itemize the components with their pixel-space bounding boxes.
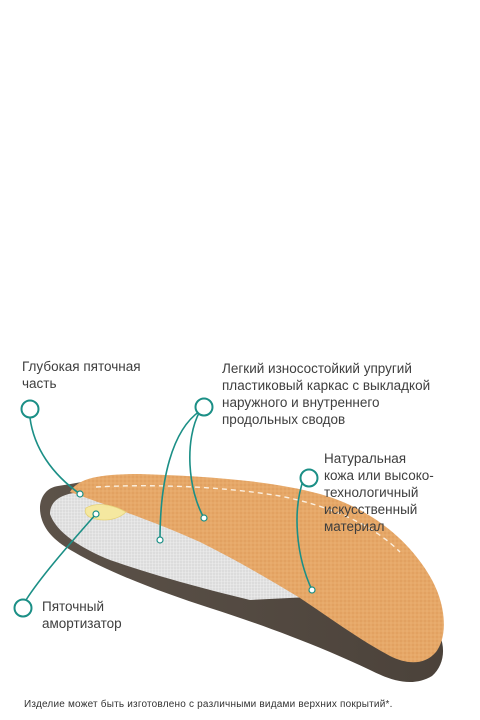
leader-frame-b — [189, 410, 205, 519]
insole-stitching — [95, 485, 401, 553]
leader-end-dots — [76, 490, 316, 594]
marker-heel-cup — [20, 399, 40, 419]
label-leather-line-3: технологичный — [324, 485, 419, 500]
leader-leather — [296, 477, 313, 591]
leader-absorber — [25, 513, 97, 601]
label-frame-line-1: Легкий износостойкий упругий — [222, 361, 412, 376]
label-leather-line-4: искусственный — [324, 502, 418, 517]
label-absorber-line-2: амортизатор — [42, 616, 122, 631]
label-frame-line-3: наружного и внутреннего — [222, 395, 380, 410]
leader-circles — [13, 397, 319, 618]
marker-absorber — [13, 598, 33, 618]
dot-leather — [308, 586, 316, 594]
leader-frame-a — [159, 410, 201, 541]
label-frame-line-2: пластиковый каркас с выкладкой — [222, 378, 431, 393]
dot-absorber — [92, 510, 100, 518]
label-leather-cover: Натуральная кожа или высоко- технологичн… — [324, 450, 434, 535]
label-leather-line-5: материал — [324, 519, 385, 534]
footnote: Изделие может быть изготовлено с различн… — [24, 699, 393, 710]
label-heel-cup: Глубокая пяточная часть — [22, 358, 141, 392]
dot-heel-cup — [76, 490, 84, 498]
label-absorber-line-1: Пяточный — [42, 599, 104, 614]
label-plastic-frame: Легкий износостойкий упругий пластиковый… — [222, 360, 430, 428]
dot-frame-a — [156, 536, 164, 544]
leader-heel-cup — [29, 417, 81, 495]
label-heel-absorber: Пяточный амортизатор — [42, 598, 122, 632]
label-heel-cup-line-2: часть — [22, 376, 57, 391]
label-leather-line-2: кожа или высоко- — [324, 468, 434, 483]
label-heel-cup-line-1: Глубокая пяточная — [22, 359, 141, 374]
dot-frame-b — [200, 514, 208, 522]
label-leather-line-1: Натуральная — [324, 451, 407, 466]
marker-leather — [299, 468, 319, 488]
marker-frame — [194, 397, 214, 417]
insole-leather-cover — [70, 474, 444, 663]
label-frame-line-4: продольных сводов — [222, 412, 346, 427]
leader-lines — [25, 410, 313, 601]
